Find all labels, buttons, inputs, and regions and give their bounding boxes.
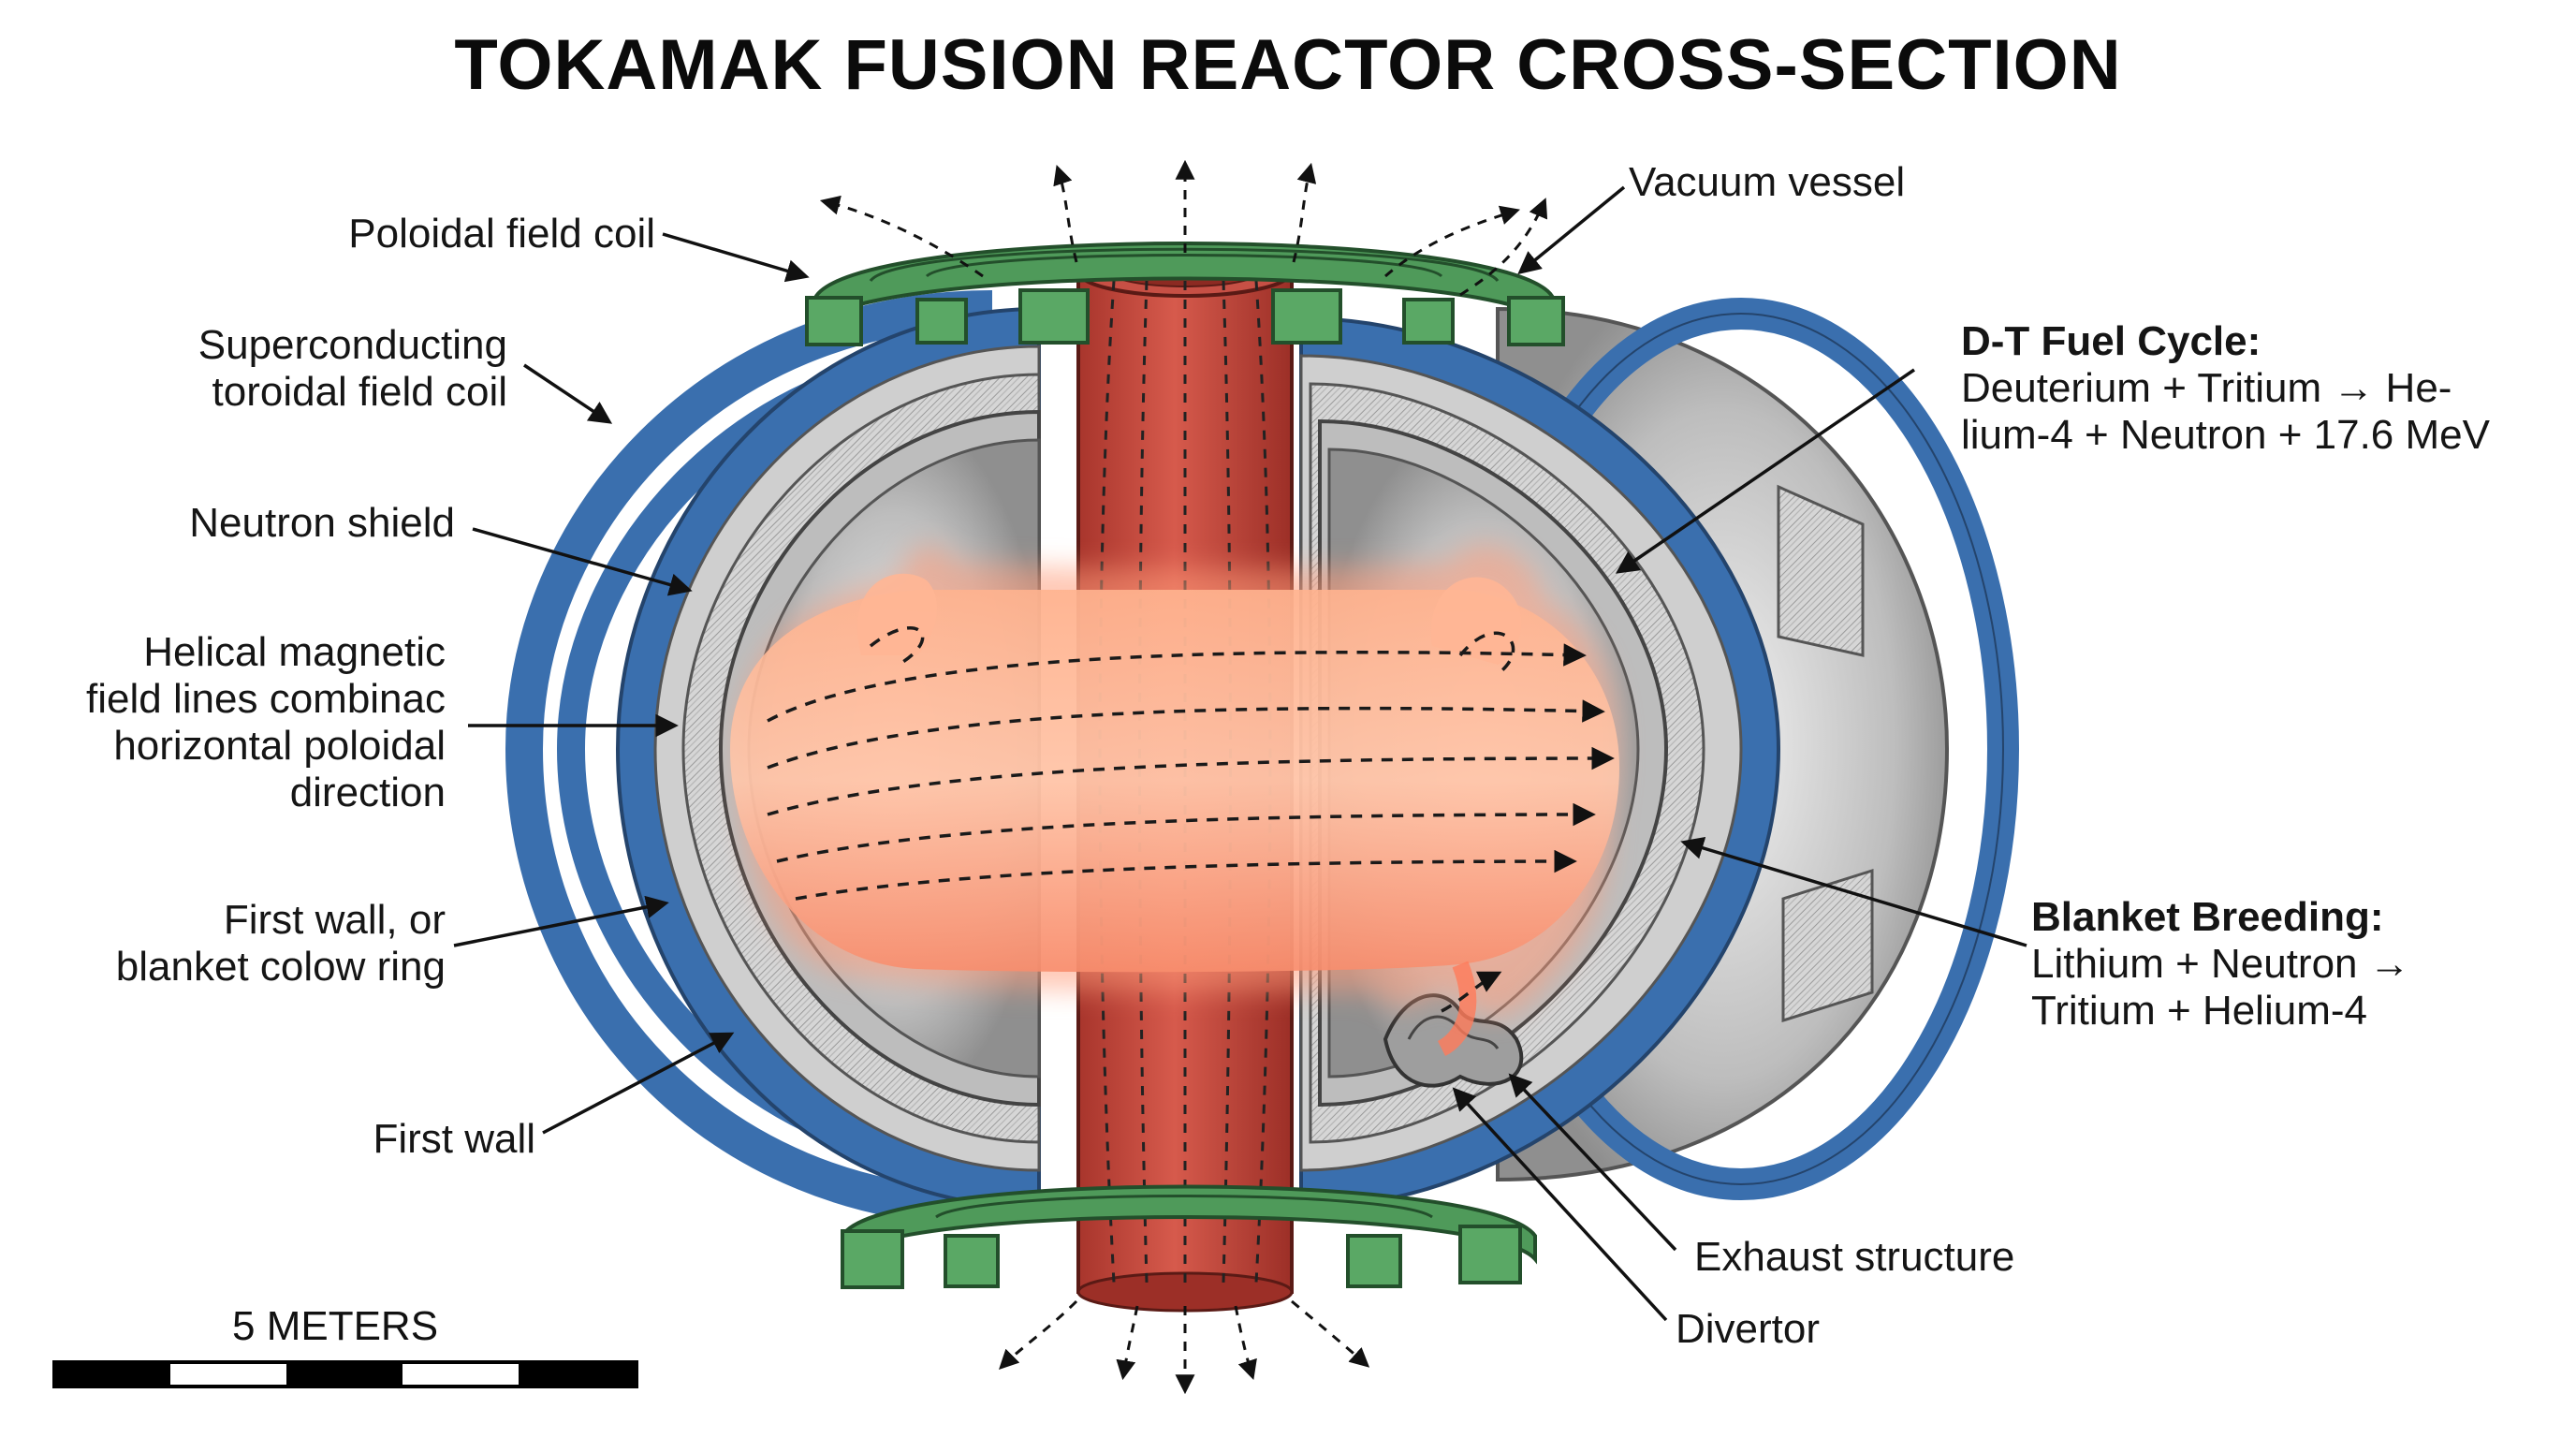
label-vacuum-vessel: Vacuum vessel bbox=[1629, 159, 1906, 205]
label-helical-field-lines: Helical magnetic field lines combinac ho… bbox=[86, 629, 446, 815]
leader-first-wall bbox=[542, 1032, 735, 1135]
leader-poloidal-field-coil bbox=[662, 232, 810, 283]
label-neutron-shield: Neutron shield bbox=[189, 500, 455, 546]
leader-blanket-breeding bbox=[1680, 836, 2027, 947]
helical-field-lines bbox=[767, 626, 1615, 1013]
leader-neutron-shield bbox=[472, 527, 693, 596]
label-blanket-breeding: Blanket Breeding: Lithium + Neutron → Tr… bbox=[2031, 894, 2410, 1034]
leader-fuel-cycle bbox=[1615, 368, 1915, 574]
label-fuel-cycle: D-T Fuel Cycle: Deuterium + Tritium → He… bbox=[1961, 318, 2490, 458]
leader-toroidal-coil bbox=[523, 363, 613, 424]
label-first-wall-blanket: First wall, or blanket colow ring bbox=[115, 897, 446, 990]
label-toroidal-field-coil: Superconducting toroidal field coil bbox=[198, 322, 507, 415]
label-divertor: Divertor bbox=[1676, 1306, 1821, 1352]
toroidal-coil-outer-left bbox=[505, 290, 993, 1226]
label-first-wall: First wall bbox=[373, 1116, 535, 1162]
field-arrows-external bbox=[819, 159, 1548, 1395]
poloidal-coils-top bbox=[805, 242, 1565, 346]
scale-bar-label: 5 METERS bbox=[232, 1303, 439, 1349]
page-title: TOKAMAK FUSION REACTOR CROSS-SECTION bbox=[454, 25, 2122, 105]
leader-divertor bbox=[1452, 1087, 1668, 1322]
poloidal-coils-bottom bbox=[841, 1184, 1537, 1289]
scale-bar bbox=[52, 1360, 638, 1388]
plasma-torus bbox=[730, 544, 1619, 1057]
leader-first-wall-blanket bbox=[453, 895, 669, 947]
label-exhaust-structure: Exhaust structure bbox=[1694, 1234, 2015, 1280]
label-poloidal-field-coil: Poloidal field coil bbox=[348, 211, 655, 257]
leader-lines bbox=[453, 185, 2027, 1322]
leader-exhaust-structure bbox=[1508, 1073, 1677, 1252]
leader-vacuum-vessel bbox=[1517, 185, 1626, 275]
